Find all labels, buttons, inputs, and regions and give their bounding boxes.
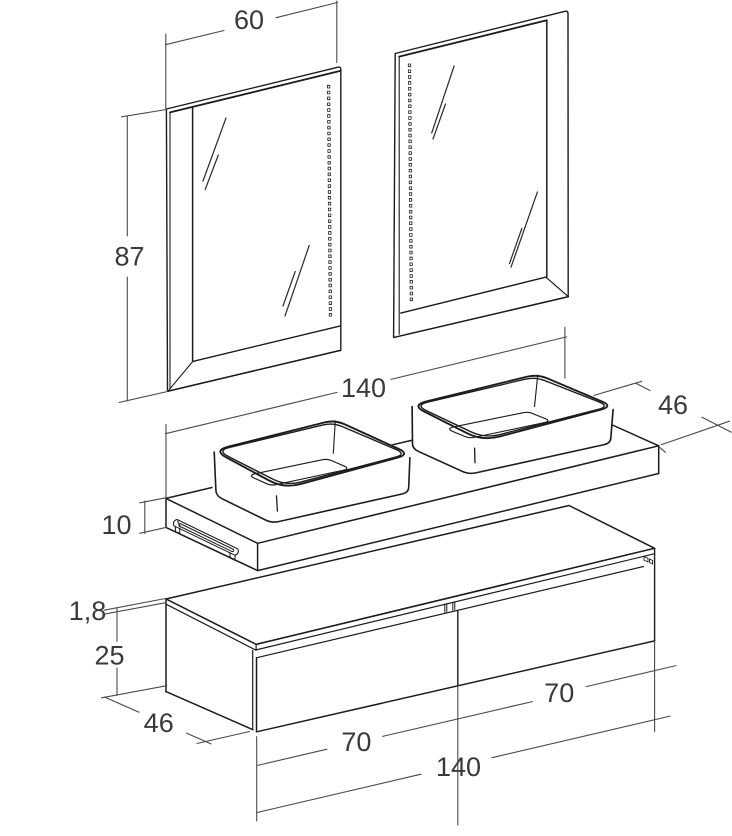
svg-text:46: 46 [658, 390, 688, 420]
svg-text:140: 140 [436, 752, 481, 782]
svg-text:1,8: 1,8 [69, 596, 107, 626]
svg-text:60: 60 [234, 5, 264, 35]
svg-text:87: 87 [114, 242, 144, 272]
svg-text:25: 25 [94, 641, 124, 671]
svg-text:46: 46 [144, 708, 174, 738]
svg-text:70: 70 [341, 727, 371, 757]
svg-text:10: 10 [101, 510, 131, 540]
svg-text:140: 140 [341, 373, 386, 403]
svg-text:70: 70 [544, 678, 574, 708]
